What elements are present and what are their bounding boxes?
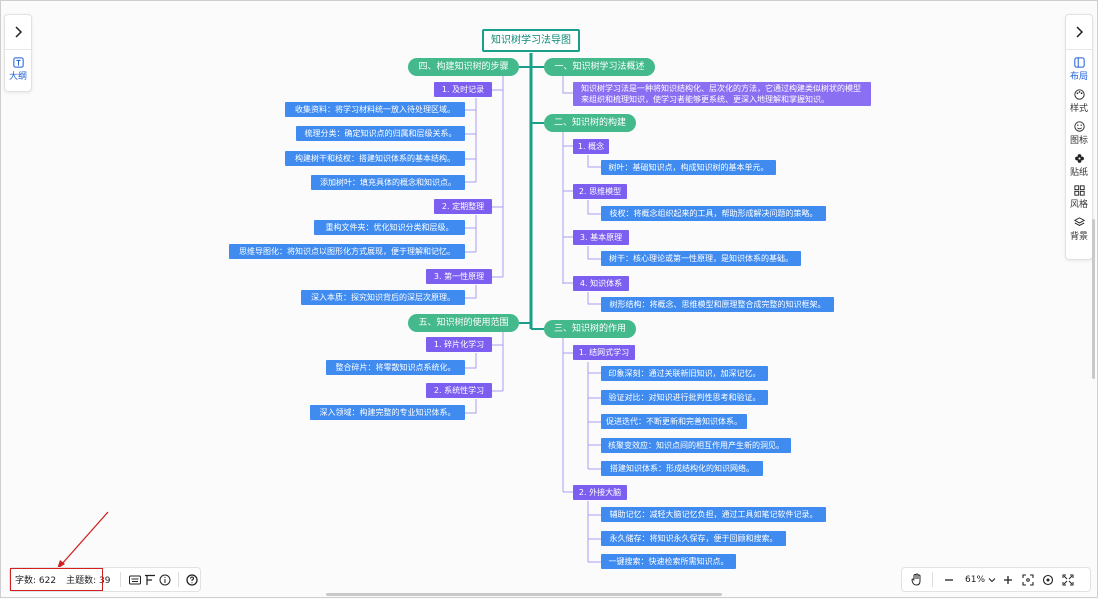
branch-steps[interactable]: 四、构建知识树的步骤	[408, 58, 519, 76]
expand-left-panel-button[interactable]	[5, 15, 31, 50]
layout-label: 布局	[1069, 72, 1088, 82]
style-label: 样式	[1069, 104, 1088, 114]
grid-icon	[1073, 185, 1085, 196]
help-icon	[186, 573, 199, 586]
leaf-build-trunk[interactable]: 构建树干和枝杈：搭建知识体系的基本结构。	[285, 151, 465, 166]
hand-tool-button[interactable]	[906, 570, 926, 590]
subtopic-external-brain[interactable]: 2. 外接大脑	[573, 485, 627, 500]
style-button[interactable]: 样式	[1066, 82, 1092, 114]
branch-overview[interactable]: 一、知识树学习法概述	[544, 58, 655, 76]
layers-icon	[1073, 217, 1085, 226]
leaf-collect[interactable]: 收集资料：将学习材料统一放入待处理区域。	[285, 102, 465, 117]
leaf-principle[interactable]: 树干：核心理论或第一性原理，是知识体系的基础。	[601, 251, 801, 266]
layout-icon	[1073, 57, 1085, 68]
leaf-impression[interactable]: 印象深刻：通过关联新旧知识，加深记忆。	[601, 366, 768, 381]
subtopic-knowledge-system[interactable]: 4. 知识体系	[573, 276, 629, 291]
chevron-right-icon	[1076, 26, 1084, 38]
background-button[interactable]: 背景	[1066, 210, 1092, 242]
overview-description[interactable]: 知识树学习法是一种将知识结构化、层次化的方法，它通过构建类似树状的模型来组织和梳…	[573, 82, 871, 106]
subtopic-mental-model[interactable]: 2. 思维模型	[573, 184, 627, 199]
zoom-in-button[interactable]	[998, 570, 1018, 590]
leaf-build-system[interactable]: 搭建知识体系：形成结构化的知识网络。	[601, 461, 763, 476]
subtopic-first-principle[interactable]: 3. 第一性原理	[426, 269, 492, 284]
palette-icon	[1073, 89, 1085, 100]
locate-center-button[interactable]	[1038, 570, 1058, 590]
subtopic-concept[interactable]: 1. 概念	[573, 139, 609, 154]
leaf-add-leaves[interactable]: 添加树叶：填充具体的概念和知识点。	[311, 175, 465, 190]
topic-count: 主题数: 39	[66, 576, 111, 586]
leaf-iterate[interactable]: 促进迭代：不断更新和完善知识体系。	[601, 414, 747, 429]
help-button[interactable]	[185, 570, 200, 590]
fit-screen-icon	[1022, 573, 1034, 586]
layout-button[interactable]: 布局	[1066, 50, 1092, 82]
icon-label: 图标	[1069, 136, 1088, 146]
leaf-fusion[interactable]: 核聚变效应：知识点间的相互作用产生新的洞见。	[601, 438, 791, 453]
leaf-one-click-search[interactable]: 一键搜索：快速检索所需知识点。	[601, 554, 736, 569]
structure-button[interactable]	[142, 570, 157, 590]
sticker-label: 贴纸	[1069, 168, 1088, 178]
plus-icon	[1004, 575, 1013, 584]
stats-highlight-box	[10, 568, 103, 591]
subtopic-principle[interactable]: 3. 基本原理	[573, 230, 629, 245]
leaf-permanent-storage[interactable]: 永久储存：将知识永久保存，便于回顾和搜索。	[601, 531, 786, 546]
subtopic-record[interactable]: 1. 及时记录	[434, 82, 492, 97]
smiley-icon	[1073, 121, 1085, 132]
theme-label: 风格	[1069, 200, 1088, 210]
chevron-down-icon[interactable]	[988, 576, 996, 584]
keyboard-icon	[128, 575, 141, 584]
horizontal-scrollbar[interactable]	[326, 593, 722, 596]
branch-scope[interactable]: 五、知识树的使用范围	[408, 314, 519, 332]
right-panel: 布局 样式 图标 贴纸 风格 背景	[1065, 14, 1093, 260]
keyboard-button[interactable]	[127, 570, 142, 590]
fullscreen-icon	[1062, 574, 1074, 585]
vertical-scrollbar[interactable]	[1092, 219, 1095, 379]
info-icon	[159, 574, 171, 585]
branch-construction[interactable]: 二、知识树的构建	[544, 114, 636, 132]
leaf-assist-memory[interactable]: 辅助记忆：减轻大脑记忆负担，通过工具如笔记软件记录。	[601, 507, 826, 522]
target-icon	[1042, 574, 1054, 585]
outline-button[interactable]: 大纲	[5, 50, 31, 82]
icon-button[interactable]: 图标	[1066, 114, 1092, 146]
sticker-button[interactable]: 贴纸	[1066, 146, 1092, 178]
leaf-integrate[interactable]: 整合碎片：将零散知识点系统化。	[326, 360, 465, 375]
zoom-level[interactable]: 61%	[965, 574, 986, 585]
zoom-out-button[interactable]	[939, 570, 959, 590]
minus-icon	[945, 578, 953, 581]
subtopic-network-learning[interactable]: 1. 结网式学习	[573, 345, 635, 360]
subtopic-systematic[interactable]: 2. 系统性学习	[426, 383, 492, 398]
leaf-essence[interactable]: 深入本质：探究知识背后的深层次原理。	[301, 290, 465, 305]
status-bar: 字数: 622 主题数: 39	[9, 567, 201, 592]
leaf-mental-model[interactable]: 枝杈：将概念组织起来的工具，帮助形成解决问题的策略。	[601, 206, 826, 221]
leaf-restructure[interactable]: 重构文件夹：优化知识分类和层级。	[314, 220, 465, 235]
structure-icon	[144, 574, 155, 585]
theme-button[interactable]: 风格	[1066, 178, 1092, 210]
leaf-concept[interactable]: 树叶：基础知识点，构成知识树的基本单元。	[601, 160, 776, 175]
hand-icon	[910, 573, 920, 586]
info-button[interactable]	[157, 570, 172, 590]
word-count: 字数: 622	[15, 576, 57, 586]
leaf-verify[interactable]: 验证对比：对知识进行批判性思考和验证。	[601, 390, 768, 405]
flower-icon	[1074, 154, 1084, 163]
outline-label: 大纲	[8, 72, 27, 82]
zoom-bar: 61%	[901, 567, 1091, 592]
root-topic[interactable]: 知识树学习法导图	[482, 29, 580, 52]
fullscreen-button[interactable]	[1058, 570, 1078, 590]
background-label: 背景	[1069, 232, 1088, 242]
chevron-right-icon	[15, 26, 23, 38]
leaf-knowledge-system[interactable]: 树形结构：将概念、思维模型和原理整合成完整的知识框架。	[601, 297, 834, 312]
leaf-mindmap[interactable]: 思维导图化：将知识点以图形化方式展现，便于理解和记忆。	[229, 244, 465, 259]
leaf-classify[interactable]: 梳理分类：确定知识点的归属和层级关系。	[296, 126, 465, 141]
branch-function[interactable]: 三、知识树的作用	[544, 320, 636, 338]
fit-view-button[interactable]	[1018, 570, 1038, 590]
leaf-deep-domain[interactable]: 深入领域：构建完整的专业知识体系。	[310, 405, 465, 420]
left-panel: 大纲	[4, 14, 32, 92]
text-box-icon	[12, 57, 24, 68]
subtopic-fragmented[interactable]: 1. 碎片化学习	[426, 337, 492, 352]
subtopic-organize[interactable]: 2. 定期整理	[434, 199, 492, 214]
expand-right-panel-button[interactable]	[1066, 15, 1092, 50]
